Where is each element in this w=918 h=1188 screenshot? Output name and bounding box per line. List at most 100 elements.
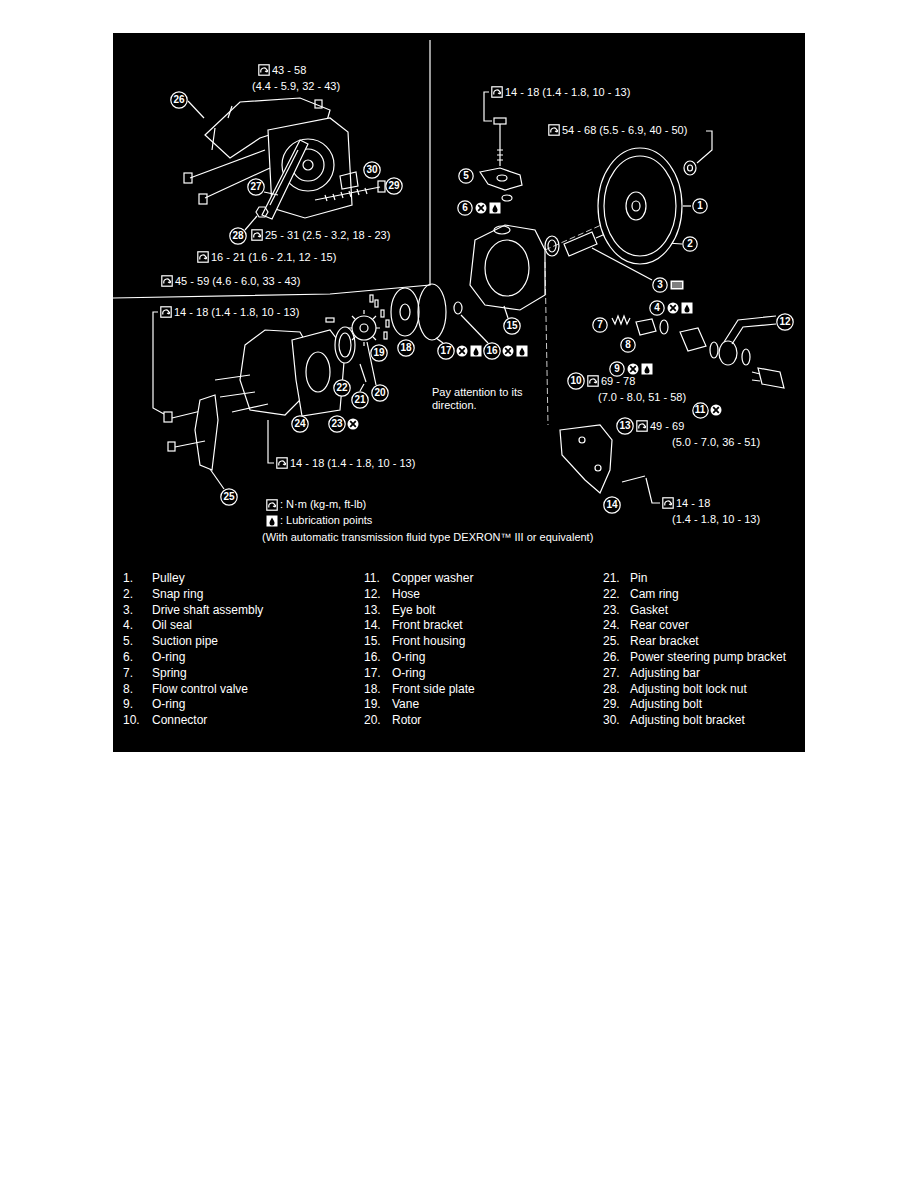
- part-name: Adjusting bolt bracket: [630, 713, 745, 727]
- callout-text: 24: [294, 419, 305, 429]
- leader-line: [461, 315, 488, 343]
- torque-spec: (5.0 - 7.0, 36 - 51): [672, 436, 760, 449]
- callout-number: 9: [609, 361, 625, 377]
- callout-number: 12: [776, 313, 794, 331]
- callout-text: 27: [250, 182, 261, 192]
- callout-circle-outline: [459, 169, 473, 183]
- bracket-hole: [579, 437, 585, 443]
- callout-circle-outline: [593, 318, 607, 332]
- part-name: Flow control valve: [152, 682, 248, 696]
- lock-nut: [256, 207, 268, 217]
- legend-row: : N·m (kg-m, ft-lb): [280, 498, 366, 511]
- leader-line: [683, 205, 691, 206]
- grease-symbol: [671, 281, 684, 290]
- part-name: O-ring: [392, 650, 425, 664]
- replace-symbol: [348, 419, 359, 430]
- replace-symbol: [668, 303, 679, 314]
- part-name: O-ring: [392, 666, 425, 680]
- callout-text: 8: [625, 340, 631, 350]
- callout-text: 22: [336, 383, 347, 393]
- part-name: Vane: [392, 697, 419, 711]
- hose-pipe: [724, 316, 776, 344]
- callout-number: 22: [333, 379, 351, 397]
- part-name: Rotor: [392, 713, 421, 727]
- part-number: 7.: [123, 666, 133, 680]
- bolt: [215, 375, 250, 380]
- callout-circle-outline: [458, 201, 472, 215]
- legend-text: : N·m (kg-m, ft-lb): [280, 498, 366, 510]
- pulley-groove: [604, 156, 676, 256]
- callout-number: 4: [649, 300, 665, 316]
- part-number: 6.: [123, 650, 133, 664]
- long-bolt: [205, 168, 270, 198]
- callout-number: 18: [397, 339, 415, 357]
- callout-text: 4: [654, 303, 660, 313]
- callout-circle-outline: [683, 237, 697, 251]
- long-bolt-head: [184, 173, 192, 183]
- adjusting-bolt-thread: [325, 188, 367, 201]
- part-name: Pulley: [152, 571, 185, 585]
- vane: [384, 332, 387, 339]
- flow-control-valve: [636, 319, 656, 335]
- rotor: [352, 316, 376, 340]
- bolt-head: [164, 412, 172, 422]
- cam-ring-inner: [339, 333, 351, 357]
- torque-symbol: [198, 252, 208, 262]
- callout-text: 1: [697, 201, 703, 211]
- spring: [612, 316, 630, 324]
- lubrication-symbol: [517, 346, 528, 357]
- callout-text: 13: [619, 421, 630, 431]
- drive-shaft: [564, 232, 597, 256]
- front-side-plate: [391, 288, 419, 336]
- torque-spec: 43 - 58: [272, 64, 306, 77]
- part-number: 24.: [603, 618, 620, 632]
- callout-text: 29: [388, 181, 399, 191]
- torque-spec: 14 - 18 (1.4 - 1.8, 10 - 13): [174, 306, 299, 319]
- callout-circle-outline: [617, 418, 633, 434]
- small-pin: [326, 318, 334, 322]
- part-number: 2.: [123, 587, 133, 601]
- leader-line: [697, 131, 712, 163]
- callout-circle-outline: [693, 199, 707, 213]
- callout-number: 14: [603, 496, 621, 514]
- part-number: 23.: [603, 603, 620, 617]
- torque-spec: 25 - 31 (2.5 - 3.2, 18 - 23): [265, 229, 390, 242]
- callout-text: 17: [440, 346, 451, 356]
- pin: [360, 364, 366, 382]
- torque-spec: 54 - 68 (5.5 - 6.9, 40 - 50): [562, 124, 687, 137]
- callout-circle-outline: [484, 343, 500, 359]
- callout-circle-outline: [692, 402, 707, 417]
- callout-number: 23: [328, 415, 346, 433]
- callout-text: 21: [354, 395, 365, 405]
- callout-text: 3: [657, 280, 663, 290]
- part-name: Eye bolt: [392, 603, 435, 617]
- torque-symbol: [277, 458, 287, 468]
- callout-circle-outline: [386, 178, 402, 194]
- adjusting-bolt-head: [378, 181, 385, 192]
- long-bolt-head: [199, 194, 207, 204]
- callout-number: 30: [363, 161, 381, 179]
- vane: [381, 310, 384, 317]
- leader-line: [245, 216, 257, 230]
- torque-symbol: [588, 376, 598, 386]
- replace-symbol: [476, 203, 487, 214]
- pulley-nut-hole: [688, 165, 693, 171]
- part-name: Adjusting bolt: [630, 697, 702, 711]
- callout-text: 12: [779, 317, 790, 327]
- rear-bracket: [195, 395, 218, 470]
- torque-spec: 45 - 59 (4.6 - 6.0, 33 - 43): [175, 275, 300, 288]
- callout-text: 10: [570, 376, 581, 386]
- o-ring: [418, 284, 446, 340]
- bolt-head: [168, 442, 175, 451]
- torque-spec: 14 - 18 (1.4 - 1.8, 10 - 13): [505, 86, 630, 99]
- part-number: 25.: [603, 634, 620, 648]
- callout-number: 15: [503, 317, 521, 335]
- part-number: 27.: [603, 666, 620, 680]
- callout-text: 19: [373, 348, 384, 358]
- part-name: O-ring: [152, 650, 185, 664]
- eye-bolt-thread: [752, 372, 760, 381]
- adjusting-bolt: [315, 187, 380, 200]
- vane: [375, 300, 378, 307]
- callout-circle-outline: [438, 343, 454, 359]
